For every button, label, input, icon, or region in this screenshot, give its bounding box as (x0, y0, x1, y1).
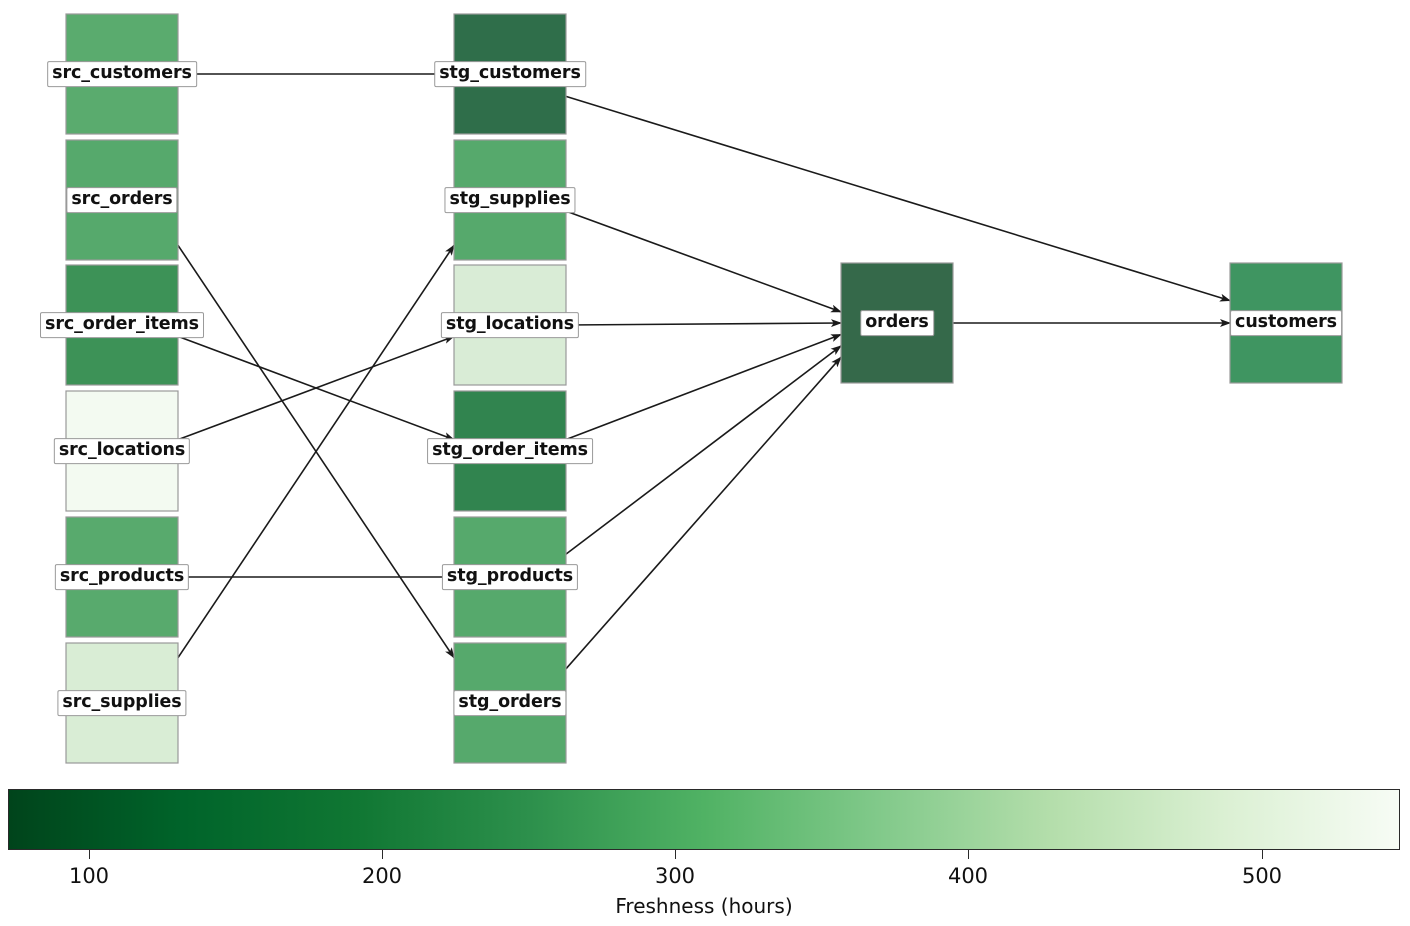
edge-stg_order_items-to-orders (565, 333, 842, 441)
node-label-src_locations[interactable]: src_locations (53, 438, 191, 464)
colorbar-tick-400 (968, 850, 969, 859)
colorbar-tick-300 (675, 850, 676, 859)
colorbar-ticklabel-300: 300 (654, 864, 696, 888)
node-label-src_supplies[interactable]: src_supplies (57, 690, 187, 716)
colorbar-ticklabel-200: 200 (361, 864, 403, 888)
edge-stg_orders-to-orders (565, 356, 842, 670)
node-label-stg_supplies[interactable]: stg_supplies (444, 187, 576, 213)
node-label-stg_products[interactable]: stg_products (441, 564, 579, 590)
colorbar-ticklabel-100: 100 (68, 864, 110, 888)
node-label-stg_locations[interactable]: stg_locations (440, 312, 580, 338)
colorbar-gradient (9, 790, 1399, 849)
node-label-src_products[interactable]: src_products (54, 564, 190, 590)
node-label-src_order_items[interactable]: src_order_items (40, 312, 204, 338)
node-label-stg_orders[interactable]: stg_orders (453, 690, 567, 716)
edge-group (177, 73, 1231, 670)
edge-stg_products-to-orders (565, 345, 842, 555)
edge-stg_locations-to-orders (565, 319, 842, 328)
edge-stg_customers-to-customers (565, 95, 1231, 302)
colorbar-ticklabel-500: 500 (1241, 864, 1283, 888)
node-label-stg_order_items[interactable]: stg_order_items (427, 438, 593, 464)
edge-stg_supplies-to-orders (565, 210, 842, 313)
node-group (65, 13, 1343, 764)
colorbar-tick-100 (89, 850, 90, 859)
node-label-stg_customers[interactable]: stg_customers (434, 61, 586, 87)
colorbar-tick-500 (1262, 850, 1263, 859)
node-label-orders[interactable]: orders (860, 310, 934, 336)
colorbar-axis-label: Freshness (hours) (615, 894, 793, 918)
node-label-customers[interactable]: customers (1230, 310, 1342, 336)
edge-src_locations-to-stg_locations (177, 335, 455, 441)
colorbar-ticklabel-400: 400 (947, 864, 989, 888)
colorbar-tick-200 (382, 850, 383, 859)
node-label-src_customers[interactable]: src_customers (47, 61, 197, 87)
freshness-colorbar (8, 789, 1400, 850)
node-label-src_orders[interactable]: src_orders (66, 187, 178, 213)
edge-src_supplies-to-stg_supplies (177, 244, 455, 659)
